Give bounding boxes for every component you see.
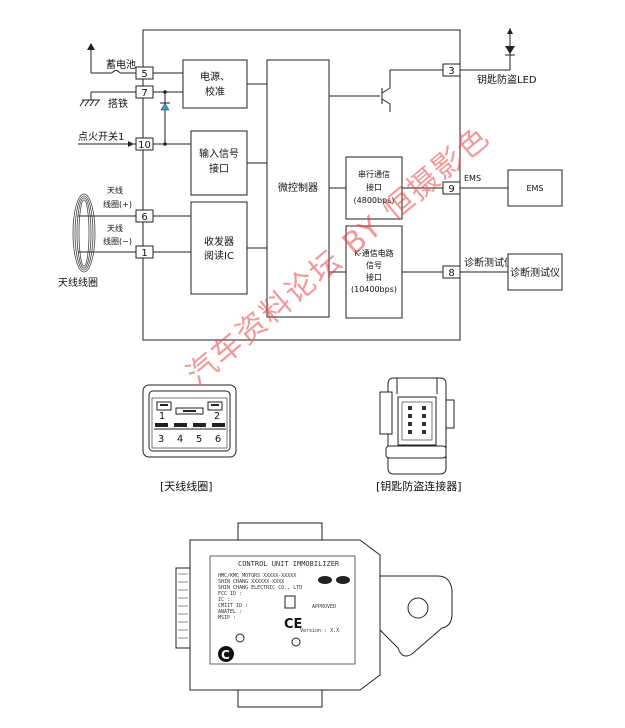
kc-mark-icon: [284, 595, 296, 609]
connector-pin-3: 3: [158, 434, 164, 445]
diag-line-label: 诊断测试仪: [464, 256, 514, 269]
screw-icon: [291, 637, 301, 647]
connector-cavities: [408, 406, 426, 434]
diag-box-label: 诊断测试仪: [510, 266, 560, 279]
diode-symbol: [160, 102, 170, 111]
kline-label-1: K-通信电路: [354, 248, 393, 258]
ems-box-label: EMS: [526, 184, 543, 193]
control-unit-drawing: [175, 522, 453, 708]
pin-5: 5: [141, 69, 147, 80]
immobilizer-connector-caption: [钥匙防盗连接器]: [376, 480, 462, 493]
unit-line-4: FCC ID :: [218, 591, 242, 597]
ems-box: [507, 169, 563, 207]
power-module-label-1: 电源、: [200, 70, 230, 83]
diagnostic-tester-box: [507, 253, 563, 291]
ems-line-label: EMS: [464, 174, 481, 183]
serial-label-1: 串行通信: [358, 169, 390, 179]
input-module-label-1: 输入信号: [199, 147, 239, 160]
connector-pin-2: 2: [214, 411, 220, 422]
right-pins: 3 9 8: [442, 63, 461, 279]
connector-pin-5: 5: [196, 434, 202, 445]
pin-10: 10: [138, 140, 151, 151]
ground-label: 搭铁: [108, 97, 128, 110]
connector-ribs: [178, 573, 188, 639]
antenna-connector-drawing: [142, 384, 237, 458]
transceiver-label-2: 阅读IC: [204, 249, 234, 262]
unit-line-3: SHIN CHANG ELECTRIC CO., LTD: [218, 585, 302, 591]
left-pins: 5 7 10 6 1: [135, 66, 154, 259]
pin-3: 3: [448, 66, 454, 77]
unit-line-8: MSIP :: [218, 615, 236, 621]
microcontroller-module: [266, 59, 330, 318]
ignition-arrow-icon: [128, 141, 134, 147]
immobilizer-connector-drawing: [379, 377, 455, 475]
ignition-label: 点火开关1: [78, 130, 124, 143]
unit-version: Version : X.X: [300, 628, 339, 634]
kline-label-2: 信号: [366, 260, 382, 270]
ce-mark: CE: [284, 617, 302, 632]
external-left-wiring: [78, 50, 136, 253]
battery-arrow-icon: [87, 43, 95, 50]
pin-9: 9: [448, 184, 454, 195]
transceiver-label-1: 收发器: [204, 235, 234, 248]
antenna-minus-label-2: 线圈(−): [103, 236, 132, 246]
connector-pin-1: 1: [159, 411, 165, 422]
ground-symbol-icon: [79, 99, 100, 107]
kline-label-4: (10400bps): [351, 285, 397, 294]
power-module-label-2: 校准: [205, 85, 225, 98]
unit-line-7: ANATEL :: [218, 609, 242, 615]
led-label: 钥匙防盗LED: [477, 73, 537, 86]
antenna-plus-label-2: 线圈(+): [103, 199, 132, 209]
unit-line-2: SHIN CHANG XXXXXX-XXXX: [218, 579, 284, 585]
antenna-plus-label-1: 天线: [107, 185, 123, 195]
led-driver-transistor: [381, 87, 391, 105]
screw-icon: [235, 633, 245, 643]
unit-approved: APPROVED: [312, 604, 336, 610]
unit-line-5: IC :: [218, 597, 230, 603]
input-interface-module: [190, 130, 248, 196]
power-module: [182, 59, 248, 109]
serial-label-2: 接口: [366, 182, 382, 192]
pin-8: 8: [448, 268, 454, 279]
compliance-c-mark: C: [221, 648, 230, 662]
unit-line-6: CMIIT ID :: [218, 603, 248, 609]
pin-6: 6: [141, 212, 147, 223]
pin-7: 7: [141, 88, 147, 99]
antenna-coil-label: 天线线圈: [58, 276, 98, 289]
antenna-coil-icon: [72, 193, 96, 273]
antenna-connector-caption: [天线线圈]: [160, 480, 213, 493]
connector-pin-4: 4: [177, 434, 183, 445]
unit-title: CONTROL UNIT IMMOBILIZER: [238, 560, 340, 568]
unit-line-1: HMC/KMC MOTORS XXXXX-XXXXX: [218, 573, 296, 579]
pin-1: 1: [141, 248, 147, 259]
connector-pin-6: 6: [215, 434, 221, 445]
led-symbol-icon: [505, 28, 515, 56]
transceiver-module: [190, 201, 248, 295]
kline-label-3: 接口: [366, 272, 382, 282]
microcontroller-label: 微控制器: [278, 181, 318, 194]
serial-comm-module: [345, 156, 403, 220]
battery-label: 蓄电池: [106, 58, 136, 71]
internal-wiring: [153, 69, 443, 273]
antenna-minus-label-1: 天线: [107, 223, 123, 233]
hyundai-kia-logo-icon: [318, 576, 350, 584]
serial-label-3: (4800bps): [354, 196, 395, 205]
input-module-label-2: 接口: [209, 162, 229, 175]
compliance-c-mark-icon: [218, 646, 234, 662]
